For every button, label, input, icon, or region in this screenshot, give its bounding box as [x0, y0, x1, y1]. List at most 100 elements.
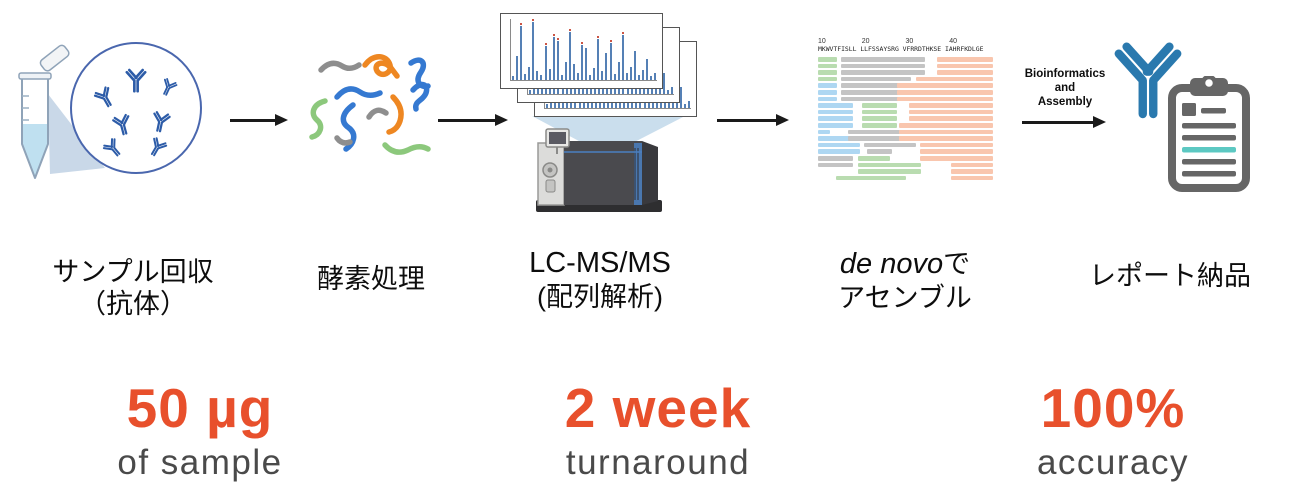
mass-spectrometer-icon [532, 116, 685, 212]
bioinformatics-note-line: Assembly [1037, 95, 1093, 108]
spectrum-peak [621, 19, 625, 80]
spectrum-peak [670, 33, 674, 94]
spectrum-peak [622, 47, 626, 108]
spectrum-peak [528, 33, 532, 94]
alignment-segment [840, 90, 911, 95]
spectrum-peak [594, 47, 598, 108]
spectrum-peak [560, 19, 564, 80]
alignment-segment [861, 109, 897, 115]
spectrum-peak [548, 19, 552, 80]
alignment-segment [818, 70, 838, 75]
assembled-antibody-icon [1112, 40, 1184, 119]
alignment-segment [898, 129, 993, 135]
denovo-italic-text: de novo [839, 248, 944, 280]
flow-arrow-4 [1022, 116, 1106, 128]
step-label-line: de novoで [765, 247, 1045, 282]
alignment-segment [818, 162, 853, 168]
spectrum-peak [604, 19, 608, 80]
stat-sample-amount: 50 µg of sample [40, 376, 360, 483]
spectrum-peak [564, 19, 568, 80]
alignment-segment [919, 155, 993, 161]
alignment-row [818, 162, 993, 168]
spectrum-peak [593, 33, 597, 94]
bioinformatics-note-line: Bioinformatics [1024, 68, 1106, 80]
denovo-suffix-text: で [943, 249, 971, 279]
spectrum-peak [647, 47, 651, 108]
spectrum-peak [556, 19, 560, 80]
alignment-segment [951, 162, 993, 168]
spectrum-peak [556, 33, 560, 94]
alignment-segment [858, 169, 922, 174]
flow-arrow-2 [438, 114, 508, 126]
alignment-row [818, 57, 993, 62]
alignment-segment [818, 149, 860, 154]
step-label-line: （抗体） [79, 289, 187, 320]
spectrum-peak [613, 19, 617, 80]
alignment-row [818, 155, 993, 161]
mass-spectrum-panel-1 [500, 13, 663, 89]
spectrum-peak [617, 19, 621, 80]
alignment-segment [951, 175, 993, 181]
spectrum-peak [584, 19, 588, 80]
alignment-segment [840, 63, 925, 69]
spectrum-peak [596, 19, 600, 80]
alignment-segment [818, 116, 853, 121]
spectrum-peak [572, 19, 576, 80]
spectrum-peak [600, 19, 604, 80]
alignment-segment [818, 90, 838, 95]
spectrum-peak [552, 19, 556, 80]
alignment-row [818, 103, 993, 108]
stat-turnaround: 2 week turnaround [498, 376, 818, 483]
peptide-fragments-icon [309, 54, 431, 155]
sample-tube-icon [18, 44, 70, 179]
spectrum-peak [649, 19, 653, 80]
alignment-row [818, 96, 993, 102]
ruler-tick: 40 [949, 38, 958, 45]
alignment-row [818, 83, 993, 89]
alignment-segment [818, 109, 853, 115]
antibody-magnifier-circle [70, 42, 202, 174]
spectrum-peak [544, 19, 548, 80]
spectrum-peak [634, 47, 638, 108]
alignment-segment [835, 175, 906, 181]
alignment-sequence: MKWVTFISLL LLFSSAYSRG VFRRDTHKSE IAHRFKD… [818, 45, 984, 53]
alignment-segment [861, 122, 897, 128]
spectrum-peak [539, 19, 543, 80]
spectrum-peak [568, 19, 572, 80]
alignment-segment [818, 142, 860, 148]
alignment-segment [840, 57, 925, 62]
stat-value: 100% [1040, 377, 1186, 439]
alignment-segment [861, 103, 897, 108]
sequence-alignment-icon: 10 20 30 40 MKWVTFISLL LLFSSAYSRG VFRRDT… [818, 38, 993, 198]
spectrum-peak [637, 19, 641, 80]
alignment-segment [818, 57, 838, 62]
alignment-row [818, 149, 993, 154]
step-label-lcms: LC-MS/MS (配列解析) [460, 246, 740, 313]
spectrum-peak [545, 47, 549, 108]
alignment-rows [818, 57, 993, 181]
alignment-row [818, 90, 993, 95]
alignment-segment [847, 129, 901, 135]
alignment-segment [909, 103, 993, 108]
alignment-segment [909, 109, 993, 115]
alignment-segment [937, 63, 993, 69]
alignment-row [818, 129, 993, 135]
alignment-segment [863, 142, 916, 148]
step-label-line: 酵素処理 [317, 264, 425, 294]
alignment-row [818, 76, 993, 82]
spectrum-peak [519, 19, 523, 80]
alignment-segment [909, 116, 993, 121]
alignment-segment [818, 103, 853, 108]
spectrum-peak [633, 19, 637, 80]
spectrum-peak [683, 47, 687, 108]
alignment-row [818, 136, 993, 141]
alignment-row [818, 63, 993, 69]
spectrum-peak [540, 33, 544, 94]
stat-value: 50 µg [126, 377, 274, 439]
alignment-segment [858, 162, 922, 168]
stat-value: 2 week [564, 377, 752, 439]
ruler-tick: 30 [905, 38, 914, 45]
alignment-segment [818, 76, 838, 82]
spectrum-peak [515, 19, 519, 80]
step-label-line: (配列解析) [537, 281, 663, 312]
